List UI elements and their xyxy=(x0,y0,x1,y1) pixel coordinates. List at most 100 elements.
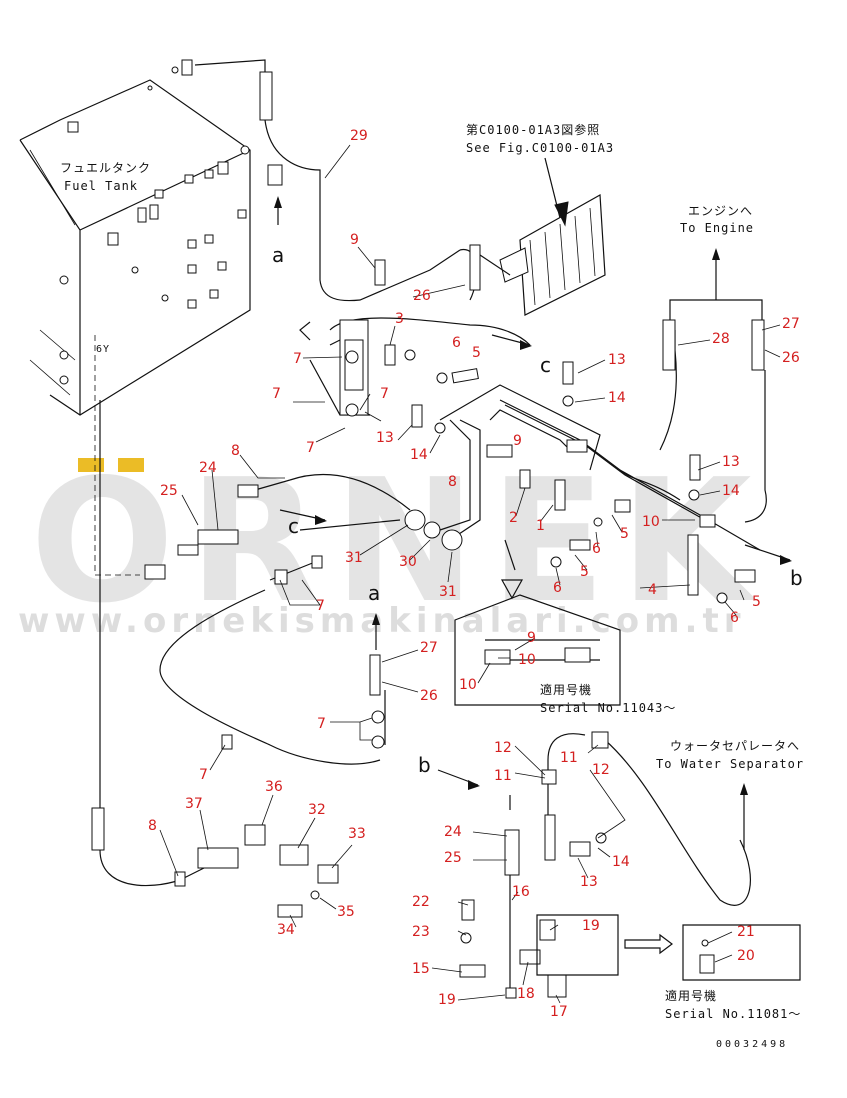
fuel-tank: フュエルタンク Fuel Tank 6Y xyxy=(19,59,283,416)
part-number: 30 xyxy=(399,554,417,570)
to-water-separator-label-en: To Water Separator xyxy=(656,757,804,771)
part-number: 6 xyxy=(730,610,739,626)
part-number: 10 xyxy=(459,677,477,693)
part-number: 11 xyxy=(560,750,578,766)
part-number: 29 xyxy=(350,128,368,144)
part-number: 14 xyxy=(722,483,740,499)
part-number: 10 xyxy=(518,652,536,668)
part-number: 25 xyxy=(444,850,462,866)
part-number: 22 xyxy=(412,894,430,910)
part-number: 2 xyxy=(509,510,518,526)
part-number: 14 xyxy=(608,390,626,406)
part-number: 26 xyxy=(782,350,800,366)
part-number: 21 xyxy=(737,924,755,940)
to-water-separator-label-jp: ウォータセパレータへ xyxy=(670,739,800,753)
fuel-tank-label-en: Fuel Tank xyxy=(64,179,138,193)
part-number: 19 xyxy=(582,918,600,934)
part-number: 7 xyxy=(380,386,389,402)
part-number: 14 xyxy=(612,854,630,870)
part-number: 6 xyxy=(553,580,562,596)
part-number: 18 xyxy=(517,986,535,1002)
part-number: 37 xyxy=(185,796,203,812)
part-number: 9 xyxy=(527,630,536,646)
part-number: 33 xyxy=(348,826,366,842)
to-engine-label-en: To Engine xyxy=(680,221,754,235)
part-number: 26 xyxy=(413,288,431,304)
part-number: 13 xyxy=(376,430,394,446)
part-number: 5 xyxy=(472,345,481,361)
see-fig-label-en: See Fig.C0100-01A3 xyxy=(466,141,614,155)
part-number: 35 xyxy=(337,904,355,920)
part-number: 36 xyxy=(265,779,283,795)
part-number: 10 xyxy=(642,514,660,530)
part-number: 13 xyxy=(608,352,626,368)
part-number: 19 xyxy=(438,992,456,1008)
part-number: 9 xyxy=(513,433,522,449)
direction-arrows: エンジンへ To Engine ウォータセパレータへ To Water Sepa… xyxy=(272,196,804,850)
part-number: 27 xyxy=(420,640,438,656)
part-number: 5 xyxy=(620,526,629,542)
section-letter-a: a xyxy=(272,243,284,267)
see-fig-label-jp: 第C0100-01A3図参照 xyxy=(466,122,600,137)
part-number: 16 xyxy=(512,884,530,900)
part-callouts: 29 9 26 3 7 7 6 5 7 13 7 13 14 13 14 9 8… xyxy=(148,128,800,1020)
part-number: 8 xyxy=(231,443,240,459)
part-number: 7 xyxy=(317,716,326,732)
part-number: 13 xyxy=(722,454,740,470)
fuel-tank-label-jp: フュエルタンク xyxy=(60,161,151,175)
part-number: 24 xyxy=(444,824,462,840)
watermark-dot xyxy=(78,458,104,472)
drawing-number: 00032498 xyxy=(716,1039,788,1050)
serial-label-jp-2: 適用号機 xyxy=(665,988,717,1003)
part-number: 1 xyxy=(536,518,545,534)
part-number: 31 xyxy=(345,550,363,566)
section-letter-c: c xyxy=(540,353,551,377)
section-letter-b: b xyxy=(790,566,803,590)
watermark-dot xyxy=(118,458,144,472)
part-number: 9 xyxy=(350,232,359,248)
part-number: 17 xyxy=(550,1004,568,1020)
tank-note: 6Y xyxy=(96,344,110,355)
part-number: 12 xyxy=(592,762,610,778)
radiator: 第C0100-01A3図参照 See Fig.C0100-01A3 xyxy=(466,122,614,316)
leader-lines xyxy=(159,144,781,1004)
part-number: 15 xyxy=(412,961,430,977)
part-number: 8 xyxy=(448,474,457,490)
part-number: 28 xyxy=(712,331,730,347)
part-number: 14 xyxy=(410,447,428,463)
part-number: 31 xyxy=(439,584,457,600)
part-number: 6 xyxy=(592,541,601,557)
part-number: 25 xyxy=(160,483,178,499)
watermark-url: www.ornekismakinalari.com.tr xyxy=(18,601,745,641)
section-letter-b: b xyxy=(418,753,431,777)
to-engine-label-jp: エンジンへ xyxy=(688,204,753,218)
part-number: 5 xyxy=(580,564,589,580)
part-number: 23 xyxy=(412,924,430,940)
part-number: 3 xyxy=(395,311,404,327)
part-number: 13 xyxy=(580,874,598,890)
part-number: 20 xyxy=(737,948,755,964)
section-letter-c: c xyxy=(288,514,299,538)
section-letter-a: a xyxy=(368,581,380,605)
part-number: 26 xyxy=(420,688,438,704)
part-number: 27 xyxy=(782,316,800,332)
detail-boxes: 適用号機 Serial No.11043～ 適用号機 Serial No.110… xyxy=(454,539,801,1021)
serial-label-en-2: Serial No.11081～ xyxy=(665,1007,801,1021)
part-number: 7 xyxy=(199,767,208,783)
part-number: 7 xyxy=(306,440,315,456)
part-number: 11 xyxy=(494,768,512,784)
part-number: 34 xyxy=(277,922,295,938)
part-number: 4 xyxy=(648,582,657,598)
serial-label-en-1: Serial No.11043～ xyxy=(540,701,676,715)
part-number: 12 xyxy=(494,740,512,756)
part-number: 24 xyxy=(199,460,217,476)
watermark: ORNEK www.ornekismakinalari.com.tr xyxy=(18,443,752,641)
part-number: 8 xyxy=(148,818,157,834)
part-number: 32 xyxy=(308,802,326,818)
serial-label-jp-1: 適用号機 xyxy=(540,682,592,697)
part-number: 7 xyxy=(272,386,281,402)
part-number: 5 xyxy=(752,594,761,610)
part-number: 7 xyxy=(316,598,325,614)
